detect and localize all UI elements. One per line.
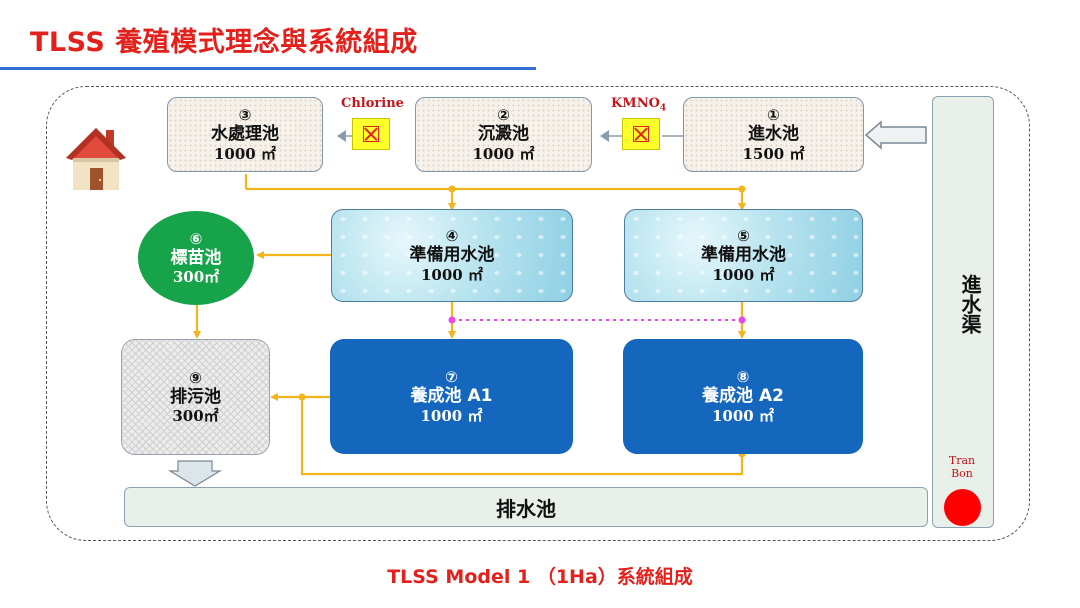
pool-3-water-treatment: ③ 水處理池 1000 ㎡: [167, 97, 323, 172]
kmno4-subscript: 4: [659, 103, 667, 114]
tran-bon-line-2: Bon: [951, 467, 973, 481]
pool-number: ⑥: [189, 229, 203, 248]
kmno4-formula: KMNO: [611, 96, 660, 111]
diagram-caption: TLSS Model 1 （1Ha）系統組成: [387, 566, 693, 588]
pool-7-grow-out-a1: ⑦ 養成池 A1 1000 ㎡: [330, 339, 573, 454]
pool-name: 沉澱池: [478, 124, 529, 145]
arrow-1-to-2: [600, 130, 609, 142]
pool-2-settling: ② 沉澱池 1000 ㎡: [415, 97, 592, 172]
chlorine-label: Chlorine: [341, 96, 404, 111]
pool-name: 準備用水池: [701, 245, 786, 266]
flow-8-to-9: [300, 397, 744, 476]
drain-pool-label: 排水池: [496, 496, 556, 521]
pool-name: 排污池: [170, 386, 221, 407]
pool-area: 1000 ㎡: [712, 406, 774, 425]
page-title: TLSS 養殖模式理念與系統組成: [30, 27, 418, 58]
pool-number: ①: [767, 106, 780, 125]
pool-number: ⑨: [189, 368, 202, 387]
pool-area: 1500 ㎡: [742, 144, 805, 163]
pool-number: ②: [497, 106, 510, 125]
pool-name: 準備用水池: [409, 245, 495, 266]
pool-name: 標苗池: [170, 247, 222, 268]
arrow-2-to-3: [337, 130, 346, 142]
kmno4-label: KMNO4: [611, 96, 666, 114]
pool-area: 300㎡: [172, 268, 220, 287]
pool-number: ⑤: [737, 227, 750, 246]
title-underline: [0, 67, 536, 70]
pool-1-inlet: ① 進水池 1500 ㎡: [683, 97, 864, 172]
pool-number: ③: [238, 106, 252, 125]
system-boundary: [46, 86, 1030, 541]
pool-area: 1000 ㎡: [214, 144, 276, 163]
tran-bon-marker: [944, 489, 981, 526]
pool-area: 300㎡: [172, 407, 219, 426]
tran-bon-line-1: Tran: [948, 454, 976, 467]
inlet-canal: [932, 96, 994, 528]
pool-4-reserve: ④ 準備用水池 1000 ㎡: [331, 209, 573, 302]
pool-8-grow-out-a2: ⑧ 養成池 A2 1000 ㎡: [623, 339, 863, 454]
pool-name: 進水池: [748, 124, 799, 145]
arrow-9-to-drain: [167, 460, 223, 487]
pool-5-reserve: ⑤ 準備用水池 1000 ㎡: [624, 209, 863, 302]
pool-number: ④: [445, 227, 459, 246]
chlorine-dosing: [352, 118, 390, 150]
pool-area: 1000 ㎡: [712, 265, 775, 284]
pool-9-sludge: ⑨ 排污池 300㎡: [121, 339, 270, 455]
inlet-canal-label: 進水渠: [958, 274, 982, 334]
dosing-x-icon: [633, 126, 649, 142]
house-icon: [66, 128, 126, 190]
pool-area: 1000 ㎡: [420, 406, 483, 425]
pool-name: 水處理池: [211, 124, 279, 145]
tran-bon-label: Tran Bon: [940, 454, 984, 480]
pool-number: ⑧: [736, 368, 750, 387]
arrow-canal-to-1: [864, 120, 927, 150]
pool-area: 1000 ㎡: [472, 144, 535, 163]
drain-pool: 排水池: [124, 487, 928, 527]
dosing-x-icon: [363, 126, 379, 142]
pool-name: 養成池 A2: [702, 386, 784, 407]
pool-area: 1000 ㎡: [421, 265, 483, 284]
pool-name: 養成池 A1: [410, 386, 493, 407]
kmno4-dosing: [622, 118, 660, 150]
pool-6-seedling: ⑥ 標苗池 300㎡: [138, 211, 254, 305]
pool-number: ⑦: [445, 368, 458, 387]
